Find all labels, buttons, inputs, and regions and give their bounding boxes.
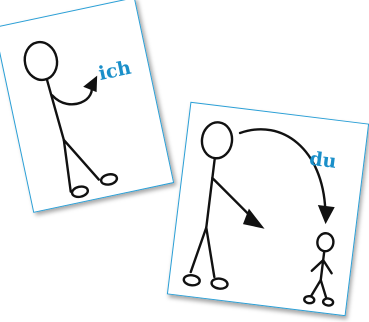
card-du: du [167, 102, 369, 316]
stick-figures-pointing-other [168, 103, 368, 315]
word-du: du [308, 148, 338, 173]
card-ich: ich [0, 0, 174, 213]
stick-figure-pointing-self [0, 0, 173, 212]
